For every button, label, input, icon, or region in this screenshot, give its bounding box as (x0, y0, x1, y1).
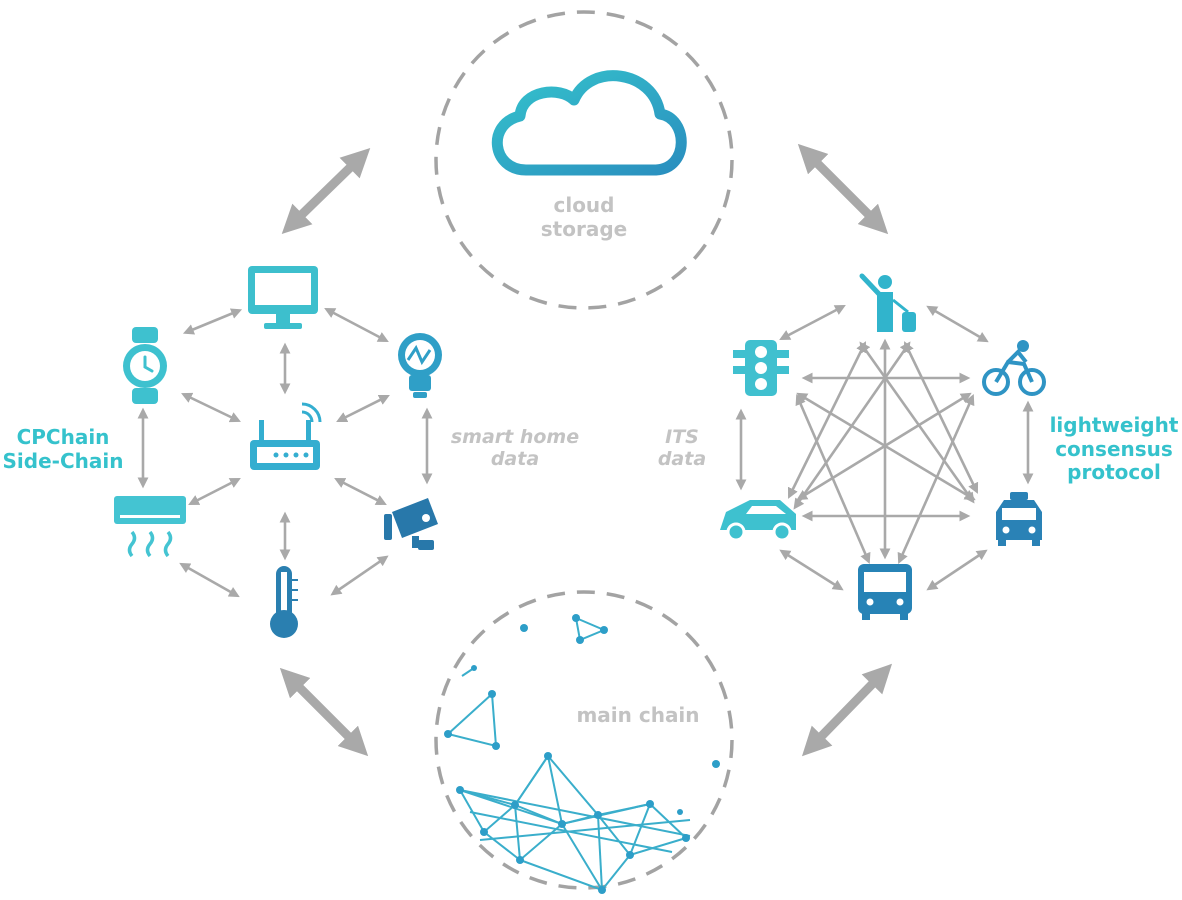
its-data-label: ITS data (657, 426, 707, 471)
cpchain-side-chain-label: CPChain Side-Chain (2, 425, 124, 473)
air-conditioner-icon (114, 496, 186, 558)
lightweight-consensus-label: lightweight consensus protocol (1049, 413, 1179, 485)
smart-home-arrows (137, 307, 433, 598)
cloud-circle (434, 10, 734, 310)
security-camera-icon (384, 498, 438, 550)
watch-icon (123, 327, 167, 404)
main-chain-label: main chain (576, 703, 700, 727)
traveler-icon (859, 273, 916, 332)
arrow-its-main-chain (801, 663, 893, 757)
car-icon (720, 500, 796, 542)
arrow-cloud-its (797, 143, 889, 235)
traffic-light-icon (733, 340, 789, 396)
thermometer-icon (270, 566, 298, 638)
cloud-storage-label: cloud storage (540, 193, 628, 241)
cloud-icon (491, 70, 687, 176)
monitor-icon (248, 266, 318, 329)
cyclist-icon (982, 340, 1046, 396)
lightbulb-icon (398, 333, 442, 398)
its-arrows (735, 304, 1034, 591)
big-arrows (279, 143, 893, 757)
arrow-smart-home-main-chain (279, 667, 369, 757)
network-graph-icon (444, 614, 720, 894)
arrow-cloud-smart-home (281, 147, 371, 235)
taxi-icon (996, 492, 1042, 546)
wifi-router-icon (250, 402, 322, 470)
main-chain-circle (434, 590, 734, 890)
bus-icon (858, 564, 912, 620)
smart-home-data-label: smart home data (450, 426, 580, 471)
